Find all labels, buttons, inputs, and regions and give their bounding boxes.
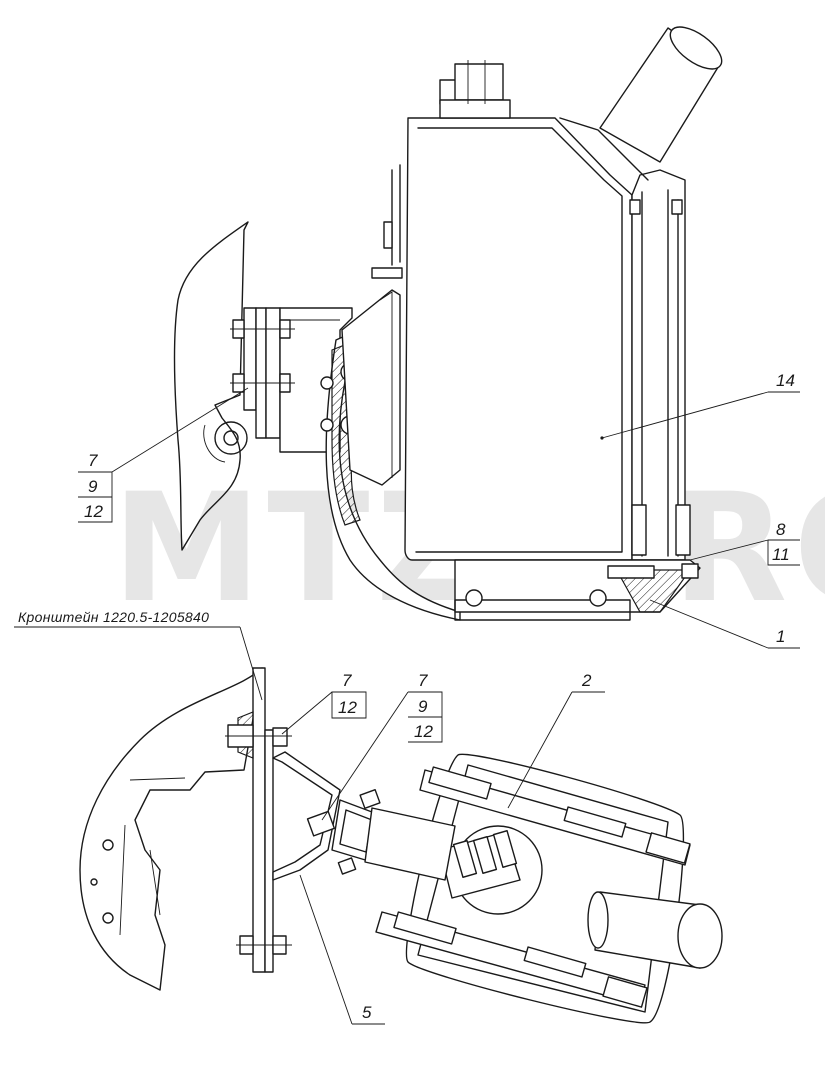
upper-view — [173, 26, 723, 621]
lower-view — [79, 667, 723, 1024]
bolt-lower-upper — [225, 711, 292, 759]
tank-lower — [364, 753, 723, 1024]
callouts: 7 9 12 14 8 11 1 Кронштейн 1220.5-120584… — [14, 371, 800, 1025]
callout-lower-a-2: 12 — [338, 698, 357, 717]
frame-silhouette-lower — [79, 667, 263, 991]
bolt-upper-1 — [230, 319, 295, 339]
callout-bracket-lower: 5 — [362, 1003, 372, 1022]
callout-upper-right-1: 8 — [776, 520, 786, 539]
callout-upper-left-2: 9 — [88, 477, 98, 496]
callout-tank-lower: 2 — [581, 671, 592, 690]
callout-lower-b-2: 9 — [418, 697, 428, 716]
callout-lower-a-1: 7 — [342, 671, 352, 690]
bolt-upper-2 — [230, 373, 295, 393]
callout-bracket-upper: 1 — [776, 627, 785, 646]
callout-upper-left-3: 12 — [84, 502, 103, 521]
caption-bracket: Кронштейн 1220.5-1205840 — [18, 609, 209, 625]
bolt-lower-bottom — [236, 935, 292, 955]
tank-body-upper — [404, 117, 633, 561]
callout-lower-b-1: 7 — [418, 671, 428, 690]
callout-upper-left-1: 7 — [88, 451, 98, 470]
z-bracket — [272, 751, 341, 881]
callout-upper-right-2: 11 — [772, 545, 790, 564]
frame-silhouette-upper — [173, 221, 249, 551]
callout-tank: 14 — [776, 371, 795, 390]
callout-lower-b-3: 12 — [414, 722, 433, 741]
